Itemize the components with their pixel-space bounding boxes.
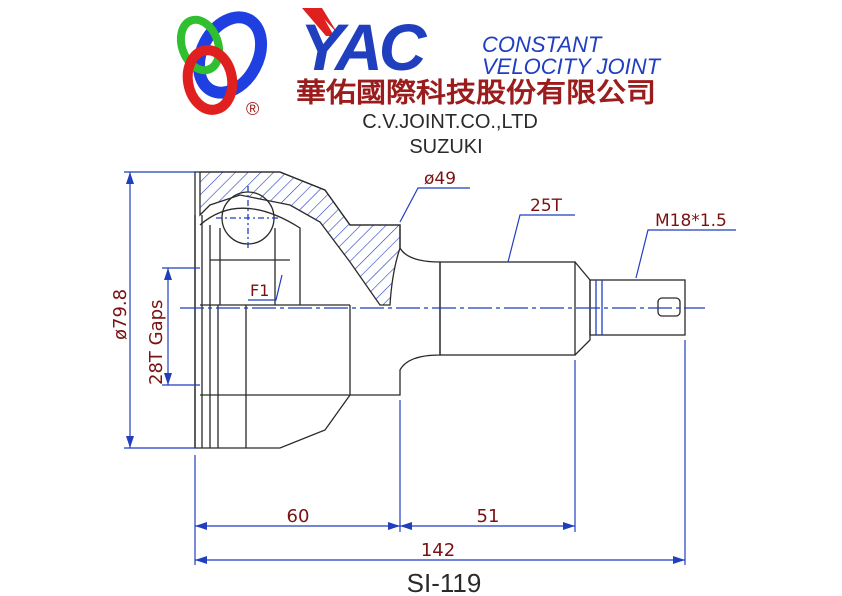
tagline-line-2: VELOCITY JOINT: [482, 54, 662, 79]
inner-cage: [199, 207, 301, 305]
logo-green-ring: [176, 15, 224, 75]
gaps-label: 28T Gaps: [146, 300, 167, 385]
company-name-english: C.V.JOINT.CO.,LTD: [362, 111, 538, 133]
dimension-arrows: [126, 172, 685, 564]
feature-f1-label: F1: [250, 281, 269, 300]
stem-diameter-label: ø49: [424, 169, 456, 189]
length-body-label: 60: [287, 506, 310, 527]
body-lines: [200, 304, 351, 396]
housing-section-hatch: [199, 171, 401, 306]
brand-red-strokes: [302, 8, 338, 36]
length-total-label: 142: [421, 540, 455, 561]
company-logo: ®: [176, 11, 268, 119]
length-stem-label: 51: [477, 506, 500, 527]
logo-red-ring: [182, 45, 238, 115]
logo-blue-ring: [192, 11, 268, 99]
spline-label: 25T: [530, 196, 563, 216]
company-name-chinese: 華佑國際科技股份有限公司: [296, 78, 656, 109]
brand-name: YAC: [300, 10, 428, 84]
rim-ridges: [194, 215, 247, 448]
vehicle-make: SUZUKI: [409, 136, 482, 158]
registered-mark: ®: [246, 99, 259, 119]
brand-wordmark: YAC: [300, 8, 432, 84]
thread-label: M18*1.5: [655, 211, 727, 231]
dimension-lines: [124, 171, 736, 565]
tagline-line-1: CONSTANT: [482, 32, 603, 57]
part-number: SI-119: [407, 568, 482, 596]
cv-joint-outline: [194, 171, 686, 449]
cotter-hole: [657, 297, 681, 317]
outer-diameter-label: ø79.8: [110, 289, 131, 340]
